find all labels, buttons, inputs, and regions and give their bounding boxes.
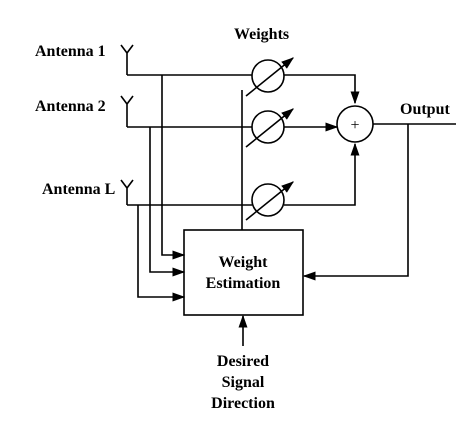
- weighted-line-1: [284, 74, 360, 105]
- desired-line-3: Direction: [211, 395, 275, 412]
- antenna-l-icon: [120, 179, 134, 205]
- weights-label: Weights: [234, 26, 289, 43]
- summer-node: +: [336, 105, 374, 143]
- tap-line-1: [161, 75, 186, 260]
- desired-line-2: Signal: [222, 374, 265, 391]
- weight-2-icon: [245, 108, 294, 148]
- antenna-1-label: Antenna 1: [35, 43, 106, 60]
- tap-line-l: [137, 205, 186, 302]
- weight-1-icon: [245, 57, 294, 97]
- weighted-line-l: [284, 142, 360, 206]
- antenna-2-label: Antenna 2: [35, 98, 106, 115]
- antenna-l-label: Antenna L: [42, 181, 115, 198]
- weight-estimation-block: Weight Estimation: [183, 229, 304, 316]
- estimator-line-2: Estimation: [206, 275, 281, 292]
- antenna-1-icon: [120, 44, 134, 75]
- tap-line-2: [149, 127, 186, 277]
- summer-plus: +: [350, 117, 359, 134]
- estimator-line-1: Weight: [219, 254, 269, 271]
- desired-line-1: Desired: [217, 353, 269, 370]
- feedback-line: [302, 124, 409, 281]
- antenna-2-icon: [120, 95, 134, 127]
- weight-l-icon: [245, 181, 294, 221]
- output-label: Output: [400, 101, 450, 118]
